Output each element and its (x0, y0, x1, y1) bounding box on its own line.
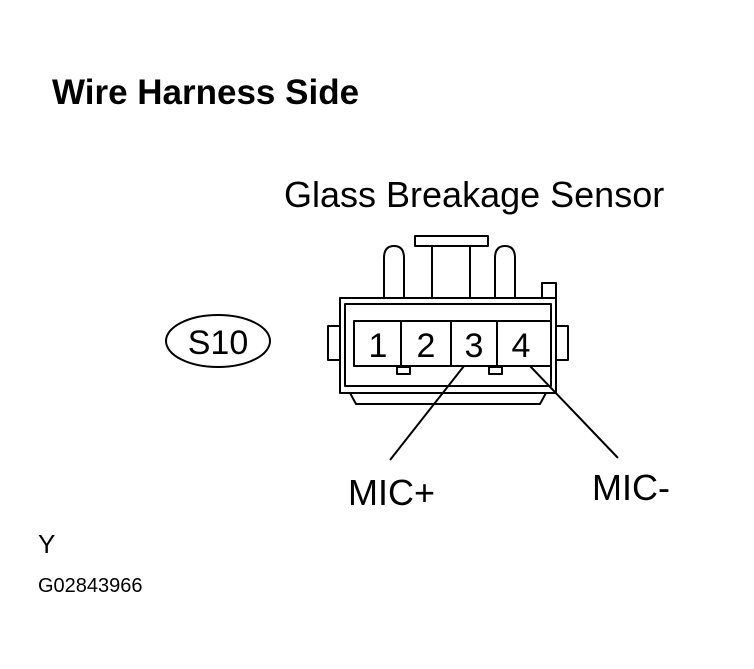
connector-id-label: S10 (188, 324, 249, 362)
connector-side-tab-right (556, 325, 569, 361)
pin-window (353, 320, 552, 367)
pin-2-label: 2 (417, 327, 436, 365)
diagram-title: Wire Harness Side (52, 73, 359, 112)
signal-mic-plus: MIC+ (348, 472, 435, 513)
leader-line-mic-minus (529, 365, 619, 459)
pin-3-label: 3 (465, 327, 484, 365)
pin-1-label: 1 (369, 327, 388, 365)
signal-mic-minus: MIC- (592, 467, 670, 508)
connector-side-tab-left (327, 325, 340, 361)
component-name: Glass Breakage Sensor (284, 174, 664, 215)
connector-prong-left (383, 245, 405, 298)
connector-color-code: Y (38, 529, 55, 559)
connector-prong-right (494, 245, 516, 298)
pin-4-label: 4 (512, 327, 531, 365)
connector-body (327, 235, 569, 405)
leader-line-mic-plus (389, 365, 465, 461)
figure-code: G02843966 (38, 575, 143, 597)
connector-id-badge: S10 (165, 314, 271, 368)
